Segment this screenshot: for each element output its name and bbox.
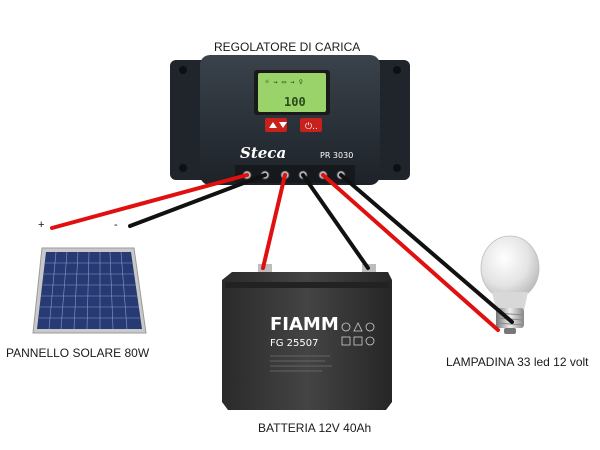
lamp-label: LAMPADINA 33 led 12 volt	[446, 355, 589, 369]
lcd-icons: ☼ → ▭ → ♀	[265, 78, 303, 86]
battery-brand: FIAMM	[270, 314, 339, 335]
battery: FIAMM FG 25507	[222, 264, 392, 410]
regulator-brand: Steca	[240, 144, 286, 162]
panel-label: PANNELLO SOLARE 80W	[6, 346, 149, 360]
regulator-label: REGOLATORE DI CARICA	[214, 40, 360, 54]
battery-label: BATTERIA 12V 40Ah	[258, 421, 371, 435]
battery-lid-edge	[225, 282, 389, 288]
mount-hole	[393, 66, 401, 74]
bulb-glass	[481, 236, 539, 300]
regulator-model: PR 3030	[320, 151, 353, 160]
bulb-contact	[504, 328, 516, 334]
lcd-value: 100	[284, 95, 306, 109]
charge-regulator: ☼ → ▭ → ♀ 100 ⏻.. Steca PR 3030	[170, 55, 410, 185]
wire-battery-positive	[263, 175, 285, 268]
load-icon: ⏻..	[305, 121, 318, 132]
negative-sign: -	[114, 219, 118, 231]
positive-sign: +	[38, 219, 44, 231]
mount-hole	[179, 164, 187, 172]
mount-hole	[179, 66, 187, 74]
battery-model: FG 25507	[270, 338, 319, 349]
solar-panel	[33, 248, 146, 333]
mount-hole	[393, 164, 401, 172]
